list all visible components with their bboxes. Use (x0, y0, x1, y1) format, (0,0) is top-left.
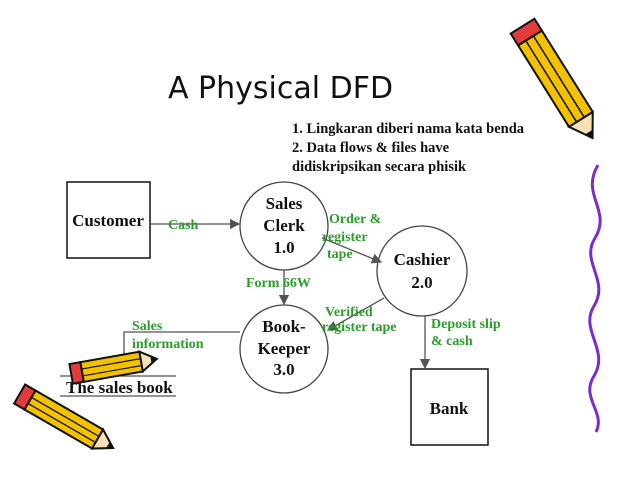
process-sales-clerk-line1: Sales (266, 194, 303, 213)
process-sales-clerk-line2: Clerk (263, 216, 305, 235)
flow-deposit-line1: Deposit slip (431, 317, 501, 332)
process-bookkeeper-line2: Keeper (258, 339, 311, 358)
flow-cash-label: Cash (168, 218, 199, 233)
flow-verified-tape-arrow (326, 297, 385, 331)
process-cashier (376, 225, 468, 317)
flow-order-tape-line3: tape (327, 247, 353, 262)
pencil-icon (509, 17, 595, 140)
note-line-2: 2. Data flows & files have (292, 140, 450, 156)
flow-order-tape-line2: register (322, 230, 368, 245)
pencil-icon (68, 350, 159, 385)
process-cashier-line1: Cashier (394, 250, 451, 269)
pencil-icon (12, 383, 115, 450)
flow-form-label: Form 66W (246, 276, 311, 291)
flow-order-tape-line1: Order & (329, 212, 381, 227)
flow-sales-info-line1: Sales (132, 319, 163, 334)
entity-customer-box (66, 181, 151, 259)
squiggle-line-icon (588, 164, 602, 433)
flow-verified-tape-line1: Verified (325, 305, 373, 320)
process-cashier-id: 2.0 (411, 273, 432, 292)
process-bookkeeper-id: 3.0 (273, 360, 294, 379)
flow-deposit-line2: & cash (431, 334, 473, 349)
entity-bank-label: Bank (430, 399, 469, 418)
entity-bank-box (410, 368, 489, 446)
flow-order-tape-arrow (321, 237, 383, 264)
note-line-1: 1. Lingkaran diberi nama kata benda (292, 121, 525, 137)
slide-title: A Physical DFD (168, 71, 393, 106)
note-line-3: didiskripsikan secara phisik (292, 159, 467, 175)
entity-customer-label: Customer (72, 211, 144, 230)
process-bookkeeper-line1: Book- (262, 317, 306, 336)
flow-verified-tape-line2: register tape (322, 320, 397, 335)
flow-sales-info-line2: information (132, 337, 204, 352)
process-sales-clerk-id: 1.0 (273, 238, 294, 257)
data-store-label: The sales book (66, 378, 173, 397)
